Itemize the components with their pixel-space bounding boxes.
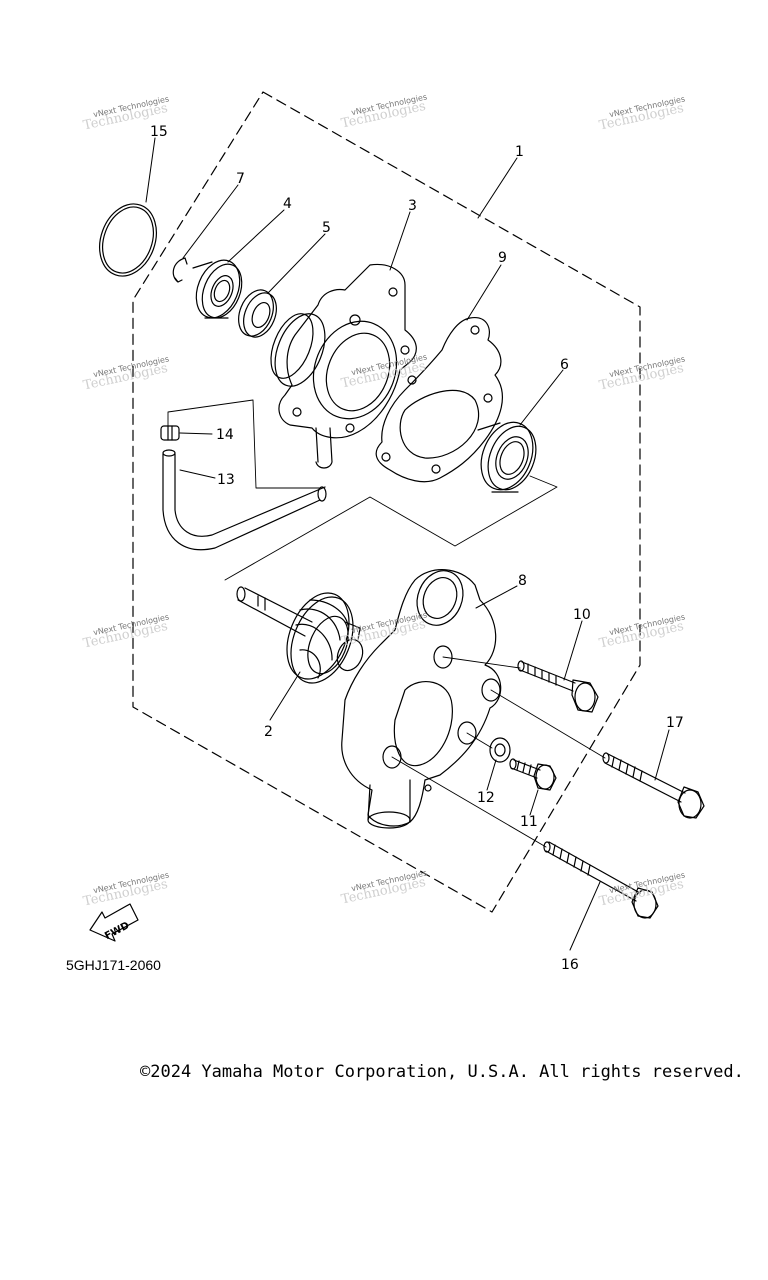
callout-8: 8 — [518, 573, 527, 589]
hose-13[interactable] — [162, 449, 327, 551]
callout-17: 17 — [666, 715, 684, 731]
pump-housing-8[interactable] — [341, 564, 502, 829]
callout-1: 1 — [515, 144, 524, 160]
leader-lines — [145, 137, 670, 951]
watermarks: Technologies vNext Technologies Technolo… — [82, 92, 686, 909]
oil-seal-5[interactable] — [232, 285, 282, 342]
bolt-11[interactable] — [509, 758, 557, 791]
callout-13: 13 — [217, 472, 235, 488]
circlip-7[interactable] — [172, 257, 188, 283]
diagram-code: 5GHJ171-2060 — [66, 957, 161, 973]
callout-4: 4 — [283, 196, 292, 212]
assembly-boundary — [132, 91, 641, 913]
o-ring-15[interactable] — [90, 196, 166, 284]
callout-5: 5 — [322, 220, 331, 236]
callout-15: 15 — [150, 124, 168, 140]
alignment-lines — [167, 399, 606, 848]
housing-cover-3[interactable] — [263, 263, 417, 469]
callout-3: 3 — [408, 198, 417, 214]
clamp-14[interactable] — [160, 425, 180, 441]
callout-2: 2 — [264, 724, 273, 740]
callout-11: 11 — [520, 814, 538, 830]
callout-7: 7 — [236, 171, 245, 187]
fwd-label: FWD — [103, 920, 131, 942]
callout-6: 6 — [560, 357, 569, 373]
callout-10: 10 — [573, 607, 591, 623]
copyright-notice: ©2024 Yamaha Motor Corporation, U.S.A. A… — [140, 1062, 744, 1082]
callout-numbers: 15 7 4 5 3 1 9 6 14 13 8 10 17 2 12 11 1… — [150, 124, 684, 973]
oil-seal-6[interactable] — [472, 415, 545, 498]
bolt-17[interactable] — [602, 752, 705, 819]
impeller-2[interactable] — [236, 584, 367, 692]
washer-12[interactable] — [489, 737, 511, 763]
bearing-4[interactable] — [188, 254, 249, 325]
callout-14: 14 — [216, 427, 234, 443]
callout-12: 12 — [477, 790, 495, 806]
gasket-9[interactable] — [375, 317, 504, 483]
callout-16: 16 — [561, 957, 579, 973]
bolt-16[interactable] — [543, 841, 659, 919]
fwd-arrow-icon — [89, 903, 139, 942]
bolt-10[interactable] — [517, 660, 599, 713]
callout-9: 9 — [498, 250, 507, 266]
water-pump-exploded-diagram: 15 7 4 5 3 1 9 6 14 13 8 10 17 2 12 11 1… — [66, 91, 705, 973]
